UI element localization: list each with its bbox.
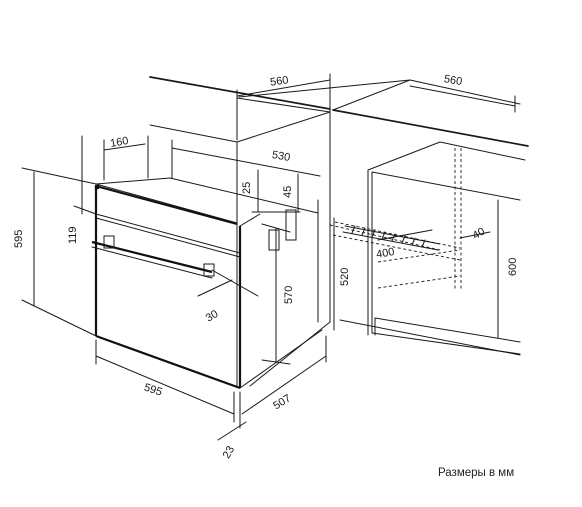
right-niche — [238, 79, 529, 356]
dim-vent-gap: 40 — [471, 226, 488, 243]
dim-panel-height: 119 — [67, 226, 79, 244]
dim-cabinet-width-top: 560 — [269, 74, 289, 88]
dim-niche-width-top: 560 — [443, 73, 463, 88]
oven-body — [94, 177, 323, 390]
dim-niche-height: 600 — [507, 258, 519, 276]
mounting-brackets — [268, 209, 297, 251]
dim-vent-depth: 400 — [375, 246, 395, 261]
dim-niche-height-bottom: 520 — [339, 268, 351, 286]
dim-handle-projection: 30 — [204, 308, 221, 325]
dim-oven-width: 595 — [142, 382, 163, 399]
dim-cavity-height: 570 — [283, 286, 295, 304]
left-cabinet — [149, 76, 331, 387]
dim-inner-depth: 530 — [271, 149, 291, 164]
units-caption: Размеры в мм — [438, 467, 515, 479]
dim-oven-depth-side: 160 — [109, 135, 129, 150]
dim-top-offset: 25 — [241, 182, 253, 194]
dimension-lines — [21, 73, 516, 441]
dim-oven-height: 595 — [13, 230, 25, 248]
dimension-labels: 560 560 160 530 25 45 595 119 570 520 60… — [13, 73, 519, 461]
door-handle — [91, 235, 215, 279]
dim-top-offset-small: 45 — [282, 186, 294, 198]
dim-door-thickness: 23 — [221, 444, 238, 461]
dim-oven-depth: 507 — [271, 392, 293, 412]
